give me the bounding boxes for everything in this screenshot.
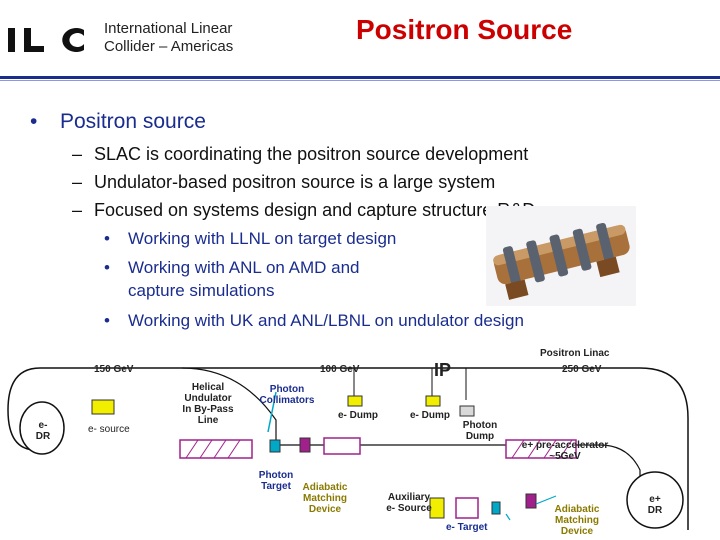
amd-left-box <box>299 437 311 453</box>
e-dr-label: e- DR <box>35 420 51 442</box>
linac-left-box <box>323 437 361 455</box>
e-dump-right-label: e- Dump <box>410 410 450 421</box>
subsub-bullet-text: capture simulations <box>128 281 275 300</box>
subsub-bullet-text: Working with ANL on AMD and <box>128 258 360 277</box>
beamline-left <box>7 367 41 451</box>
photon-target-box <box>269 439 281 453</box>
aux-source-box <box>429 497 445 519</box>
subsub-bullet-text: Working with LLNL on target design <box>128 229 397 248</box>
photon-dump-label: Photon Dump <box>462 420 498 442</box>
main-bullet-text: Positron source <box>60 110 206 133</box>
gev100-label: 100 GeV <box>320 364 360 375</box>
subsub-bullet-text: Working with UK and ANL/LBNL on undulato… <box>128 311 524 330</box>
sub-bullet-text: Undulator-based positron source is a lar… <box>94 172 496 192</box>
eplus-dr-ring <box>626 471 684 529</box>
e-target-box <box>491 501 501 515</box>
page-title: Positron Source <box>356 14 573 45</box>
e-dump-left-box <box>347 395 363 407</box>
header-rule-thin <box>0 80 720 81</box>
ip-label: IP <box>434 360 452 380</box>
capture-structure-image <box>486 206 636 306</box>
amd-right-box <box>525 493 537 509</box>
auxiliary-source-label: Auxiliary e- Source <box>386 492 432 514</box>
org-line-2: Collider – Americas <box>104 38 234 55</box>
header-rule <box>0 76 720 79</box>
pre-acc-hatch <box>511 439 573 459</box>
org-line-1: International Linear <box>104 20 233 37</box>
photon-target-label: Photon Target <box>258 470 294 492</box>
eplus-dr-label: e+ DR <box>647 494 663 516</box>
aux-linac-box <box>455 497 479 519</box>
e-source-label: e- source <box>88 424 130 435</box>
positron-source-diagram <box>7 367 689 530</box>
e-target-label: e- Target <box>446 522 488 533</box>
ilc-logo <box>8 28 84 52</box>
e-dr-ring <box>19 401 65 455</box>
sub-bullet-text: Focused on systems design and capture st… <box>94 200 536 220</box>
sub-bullet-text: SLAC is coordinating the positron source… <box>94 144 529 164</box>
adiabatic-left-label: Adiabatic Matching Device <box>302 482 348 515</box>
org-name: International Linear Collider – Americas <box>104 20 233 56</box>
e-dump-right-box <box>425 395 441 407</box>
collimator-arrow <box>267 391 277 433</box>
photon-branch <box>181 367 277 440</box>
e-dump-left-label: e- Dump <box>338 410 378 421</box>
pre-accelerator-label: e+ pre-accelerator ~5GeV <box>521 440 609 462</box>
photon-collimators-label: Photon Collimators <box>259 384 315 406</box>
photon-dump-box <box>459 405 475 417</box>
bullet-dot: • <box>30 110 38 133</box>
adiabatic-right-label: Adiabatic Matching Device <box>554 504 600 537</box>
gev150-label: 150 GeV <box>94 364 134 375</box>
helical-undulator-label: Helical Undulator In By-Pass Line <box>182 382 234 426</box>
undulator-hatch <box>185 439 241 459</box>
undulator-box <box>179 439 253 459</box>
e-source-box <box>91 399 115 415</box>
positron-linac-label: Positron Linac <box>540 348 610 359</box>
beamline-top <box>40 367 689 530</box>
gev250-label: 250 GeV <box>562 364 602 375</box>
pre-accelerator-box <box>505 439 577 459</box>
positron-line <box>276 444 641 500</box>
